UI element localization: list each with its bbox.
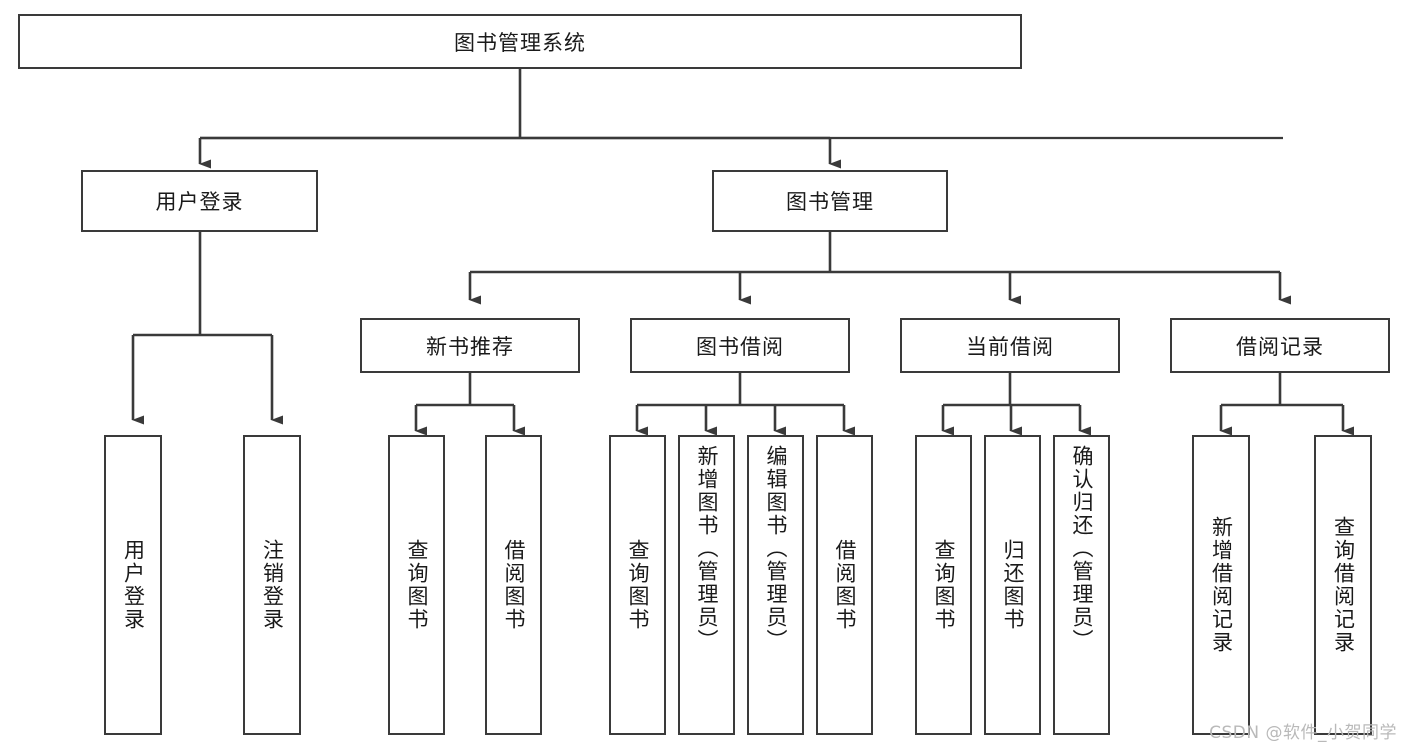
node-label: 归还图书 <box>1000 539 1025 631</box>
leaf-book-borrow-edit-book-admin[interactable]: 编辑图书（管理员） <box>747 435 804 735</box>
node-label: 用户登录 <box>121 539 146 631</box>
leaf-book-borrow-query-book[interactable]: 查询图书 <box>609 435 666 735</box>
node-label: 新书推荐 <box>426 334 514 359</box>
node-label: 确认归还（管理员） <box>1069 445 1094 652</box>
leaf-new-book-borrow-book[interactable]: 借阅图书 <box>485 435 542 735</box>
node-new-book-recommend[interactable]: 新书推荐 <box>360 318 580 373</box>
node-label: 新增图书（管理员） <box>694 445 719 652</box>
leaf-borrow-record-query-record[interactable]: 查询借阅记录 <box>1314 435 1372 735</box>
node-label: 新增借阅记录 <box>1209 516 1234 654</box>
node-label: 用户登录 <box>155 190 244 214</box>
node-label: 借阅记录 <box>1236 334 1324 359</box>
leaf-current-borrow-return-book[interactable]: 归还图书 <box>984 435 1041 735</box>
node-label: 编辑图书（管理员） <box>763 445 788 652</box>
node-label: 当前借阅 <box>966 334 1054 359</box>
node-label: 查询图书 <box>931 539 956 631</box>
csdn-watermark: CSDN @软件_小贺同学 <box>1209 723 1397 743</box>
node-label: 查询图书 <box>625 539 650 631</box>
leaf-user-login-login[interactable]: 用户登录 <box>104 435 162 735</box>
node-label: 借阅图书 <box>832 539 857 631</box>
node-user-login[interactable]: 用户登录 <box>81 170 318 232</box>
node-label: 借阅图书 <box>501 539 526 631</box>
node-label: 图书管理系统 <box>454 30 586 55</box>
leaf-current-borrow-confirm-return-admin[interactable]: 确认归还（管理员） <box>1053 435 1110 735</box>
node-label: 图书管理 <box>786 190 874 214</box>
node-label: 查询借阅记录 <box>1331 516 1356 654</box>
node-book-management[interactable]: 图书管理 <box>712 170 948 232</box>
leaf-new-book-query-book[interactable]: 查询图书 <box>388 435 445 735</box>
node-root-book-management-system[interactable]: 图书管理系统 <box>18 14 1022 69</box>
node-borrow-record[interactable]: 借阅记录 <box>1170 318 1390 373</box>
node-current-borrow[interactable]: 当前借阅 <box>900 318 1120 373</box>
node-label: 查询图书 <box>404 539 429 631</box>
leaf-book-borrow-add-book-admin[interactable]: 新增图书（管理员） <box>678 435 735 735</box>
leaf-borrow-record-add-record[interactable]: 新增借阅记录 <box>1192 435 1250 735</box>
node-book-borrow[interactable]: 图书借阅 <box>630 318 850 373</box>
node-label: 图书借阅 <box>696 334 784 359</box>
leaf-book-borrow-borrow-book[interactable]: 借阅图书 <box>816 435 873 735</box>
node-label: 注销登录 <box>260 539 285 631</box>
leaf-user-login-logout[interactable]: 注销登录 <box>243 435 301 735</box>
leaf-current-borrow-query-book[interactable]: 查询图书 <box>915 435 972 735</box>
